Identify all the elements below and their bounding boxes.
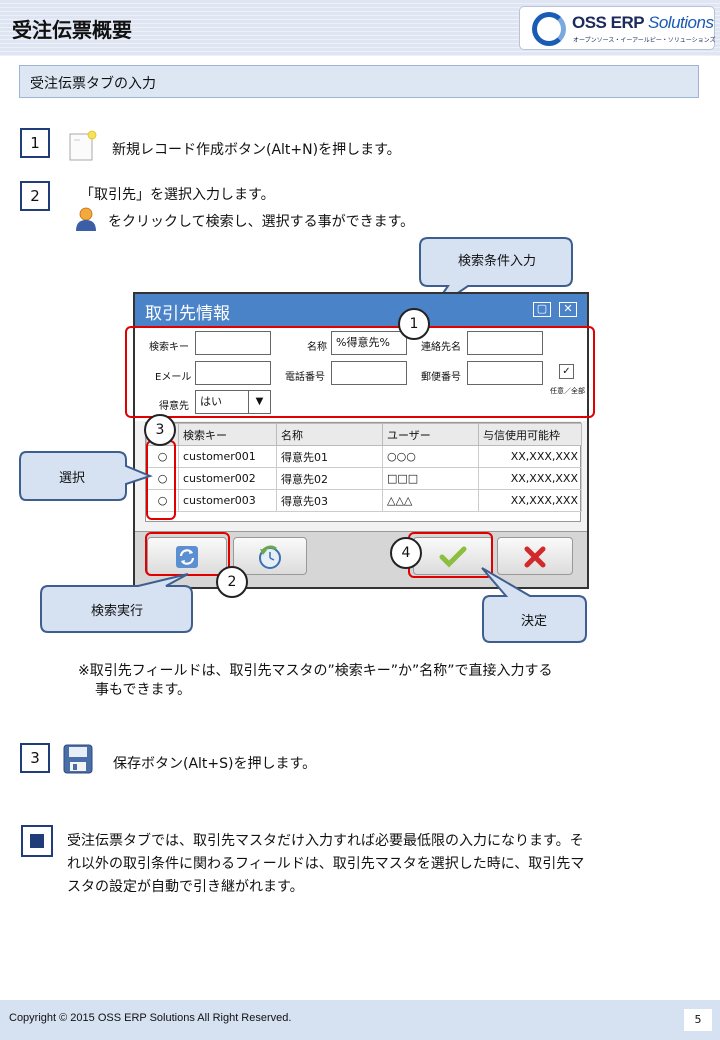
email-input[interactable]	[195, 361, 271, 385]
dialog-title-bar: 取引先情報 ▢ ✕	[135, 294, 587, 326]
cancel-x-icon	[524, 546, 546, 568]
circle-number-4: 4	[390, 537, 422, 569]
label-customer: 得意先	[159, 401, 189, 412]
page-header: 受注伝票概要 OSS ERP Solutions オープンソース・イーアールピー…	[0, 0, 720, 56]
highlight-search-form	[125, 326, 595, 418]
person-search-icon	[76, 207, 96, 231]
customer-select-value: はい	[200, 395, 222, 408]
label-phone: 電話番号	[285, 372, 325, 383]
results-table: 検索キー 名称 ユーザー 与信使用可能枠 ○ customer001 得意先01…	[145, 422, 582, 522]
row-key: customer003	[178, 489, 277, 512]
col-name: 名称	[276, 423, 383, 446]
maximize-icon[interactable]: ▢	[533, 302, 551, 317]
cancel-button[interactable]	[497, 537, 573, 575]
label-contact: 連絡先名	[421, 342, 461, 353]
section-title-bar: 受注伝票タブの入力	[19, 65, 699, 98]
label-postal: 郵便番号	[421, 372, 461, 383]
bullet-square-icon	[21, 825, 53, 857]
postal-input[interactable]	[467, 361, 543, 385]
circle-number-2: 2	[216, 566, 248, 598]
row-name: 得意先03	[276, 489, 383, 512]
note-line-2: 事もできます。	[95, 682, 192, 698]
copyright-text: Copyright © 2015 OSS ERP Solutions All R…	[9, 1012, 292, 1024]
step-number-1: 1	[20, 128, 50, 158]
reset-button[interactable]	[233, 537, 307, 575]
table-row[interactable]: ○ customer003 得意先03 △△△ XX,XXX,XXX	[146, 489, 582, 512]
page-title: 受注伝票概要	[12, 18, 132, 42]
step-3-text: 保存ボタン(Alt+S)を押します。	[113, 756, 317, 772]
step-1-text: 新規レコード作成ボタン(Alt+N)を押します。	[112, 142, 401, 158]
ok-button[interactable]	[413, 537, 493, 575]
select-callout-shape	[19, 451, 153, 501]
company-logo: OSS ERP Solutions オープンソース・イーアールピー・ソリューショ…	[519, 6, 716, 50]
refresh-button[interactable]	[147, 537, 227, 575]
para-line-3: スタの設定が自動で引き継がれます。	[67, 879, 304, 895]
search-key-input[interactable]	[195, 331, 271, 355]
dialog-title: 取引先情報	[145, 304, 230, 324]
step-2-text2: をクリックして検索し、選択する事ができます。	[108, 214, 415, 230]
optional-all-checkbox[interactable]: ✓	[559, 364, 574, 379]
chevron-down-icon[interactable]: ▼	[248, 391, 270, 413]
page-number: 5	[684, 1009, 712, 1031]
callout-search-condition: 検索条件入力	[457, 254, 536, 269]
new-record-icon	[69, 130, 97, 161]
phone-input[interactable]	[331, 361, 407, 385]
summary-paragraph: 受注伝票タブでは、取引先マスタだけ入力すれば必要最低限の入力になります。そ れ以…	[67, 830, 584, 899]
optional-all-label: 任意／全部	[550, 387, 585, 395]
name-input[interactable]: %得意先%	[331, 331, 407, 355]
row-user: △△△	[382, 489, 479, 512]
row-user: □□□	[382, 467, 479, 490]
logo-subtitle: オープンソース・イーアールピー・ソリューションズ	[573, 37, 716, 44]
note-text: ※取引先フィールドは、取引先マスタの”検索キー”か”名称”で直接入力する 事もで…	[78, 662, 552, 700]
col-credit: 与信使用可能枠	[478, 423, 582, 446]
check-icon	[439, 546, 467, 568]
callout-search-run: 検索実行	[90, 604, 143, 619]
step-2-text: 「取引先」を選択入力します。	[80, 187, 275, 203]
para-line-2: れ以外の取引条件に関わるフィールドは、取引先マスタを選択した時に、取引先マ	[67, 856, 585, 872]
section-title: 受注伝票タブの入力	[30, 76, 156, 92]
table-row[interactable]: ○ customer002 得意先02 □□□ XX,XXX,XXX	[146, 467, 582, 490]
page-footer: Copyright © 2015 OSS ERP Solutions All R…	[0, 1000, 720, 1040]
row-key: customer002	[178, 467, 277, 490]
para-line-1: 受注伝票タブでは、取引先マスタだけ入力すれば必要最低限の入力になります。そ	[67, 833, 584, 849]
dialog-toolbar	[135, 531, 587, 587]
note-line-1: ※取引先フィールドは、取引先マスタの”検索キー”か”名称”で直接入力する	[78, 663, 553, 679]
customer-select[interactable]: はい ▼	[195, 390, 271, 414]
customer-info-dialog: 取引先情報 ▢ ✕ 検索キー 名称 %得意先% 連絡先名 ✓ 任意／全部 Eメー…	[133, 292, 589, 589]
step-number-3: 3	[20, 743, 50, 773]
decide-callout-shape	[481, 567, 587, 643]
refresh-icon	[176, 546, 198, 568]
circle-number-1: 1	[398, 308, 430, 340]
label-email: Eメール	[155, 372, 192, 383]
save-icon	[63, 744, 93, 774]
logo-ring-icon	[532, 12, 566, 46]
col-user: ユーザー	[382, 423, 479, 446]
circle-number-3: 3	[144, 414, 176, 446]
col-search-key: 検索キー	[178, 423, 277, 446]
label-search-key: 検索キー	[149, 342, 189, 353]
row-name: 得意先01	[276, 445, 383, 468]
reset-icon	[259, 545, 281, 569]
close-icon[interactable]: ✕	[559, 302, 577, 317]
highlight-refresh-button	[145, 532, 230, 576]
row-key: customer001	[178, 445, 277, 468]
callout-decide: 決定	[520, 614, 547, 629]
search-run-callout-shape	[40, 573, 193, 633]
label-name: 名称	[307, 342, 327, 353]
logo-text: OSS ERP Solutions	[572, 13, 714, 32]
table-row[interactable]: ○ customer001 得意先01 ○○○ XX,XXX,XXX	[146, 445, 582, 468]
table-header-row: 検索キー 名称 ユーザー 与信使用可能枠	[146, 423, 582, 446]
step-number-2: 2	[20, 181, 50, 211]
row-name: 得意先02	[276, 467, 383, 490]
row-credit: XX,XXX,XXX	[478, 445, 582, 468]
callout-select: 選択	[58, 471, 85, 486]
search-form: 検索キー 名称 %得意先% 連絡先名 ✓ 任意／全部 Eメール 電話番号 郵便番…	[135, 326, 587, 421]
row-user: ○○○	[382, 445, 479, 468]
contact-input[interactable]	[467, 331, 543, 355]
row-credit: XX,XXX,XXX	[478, 489, 582, 512]
row-credit: XX,XXX,XXX	[478, 467, 582, 490]
